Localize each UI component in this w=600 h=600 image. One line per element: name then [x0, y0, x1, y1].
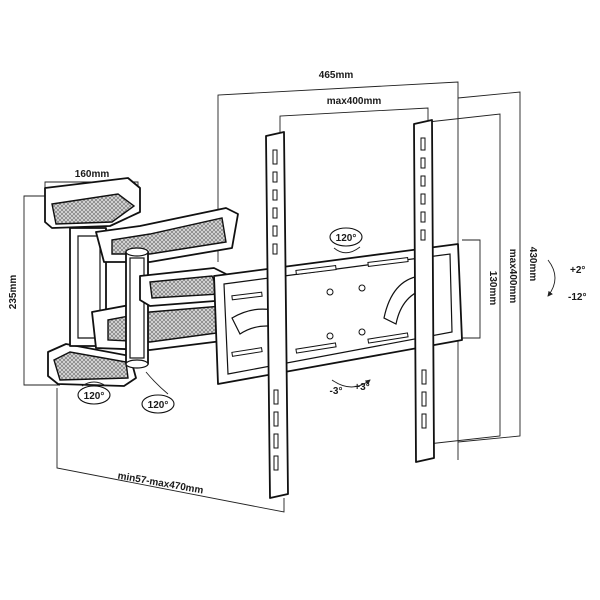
label-level-minus: -3° [330, 386, 343, 397]
vesa-horizontal-line [279, 107, 429, 132]
label-total-width: 465mm [319, 70, 354, 81]
rail-right-holes [420, 137, 427, 429]
label-swivel-left: 120° [84, 391, 105, 402]
bracket-height-line [23, 195, 60, 386]
rail-left-holes [272, 149, 279, 471]
label-bracket-height: 235mm [8, 275, 19, 310]
vesa-rail-right [413, 119, 435, 463]
rotation-indicators [77, 227, 556, 414]
extension-line [56, 388, 285, 513]
label-arm-depth: 160mm [75, 169, 110, 180]
label-vesa-horizontal: max400mm [327, 96, 382, 107]
label-swivel-top: 120° [336, 233, 357, 244]
dimension-labels: 465mm max400mm 160mm 235mm 130mm max400m… [8, 70, 586, 497]
label-total-height: 430mm [527, 247, 538, 282]
label-vesa-vertical: max400mm [507, 249, 518, 304]
tilt-arrow [547, 259, 556, 297]
swing-arms [91, 207, 239, 369]
total-height-line [457, 91, 521, 443]
vesa-rail-left [265, 131, 289, 499]
vesa-vertical-line [427, 113, 501, 445]
swivel-left-arrow [81, 381, 107, 387]
plate-height-line [462, 239, 481, 339]
label-tilt-down: -12° [568, 292, 586, 303]
label-plate-height: 130mm [487, 271, 498, 306]
label-tilt-up: +2° [570, 265, 585, 276]
label-level-plus: +3° [354, 382, 369, 393]
level-arrow [331, 379, 371, 388]
label-extension: min57-max470mm [117, 471, 204, 497]
swivel-left-badge [77, 385, 111, 405]
swivel-top-arrow [333, 246, 361, 254]
label-swivel-right: 120° [148, 400, 169, 411]
swivel-right-badge [141, 394, 175, 414]
wall-bracket [44, 177, 141, 387]
swivel-right-arrow [145, 371, 169, 395]
swivel-top-badge [329, 227, 363, 247]
